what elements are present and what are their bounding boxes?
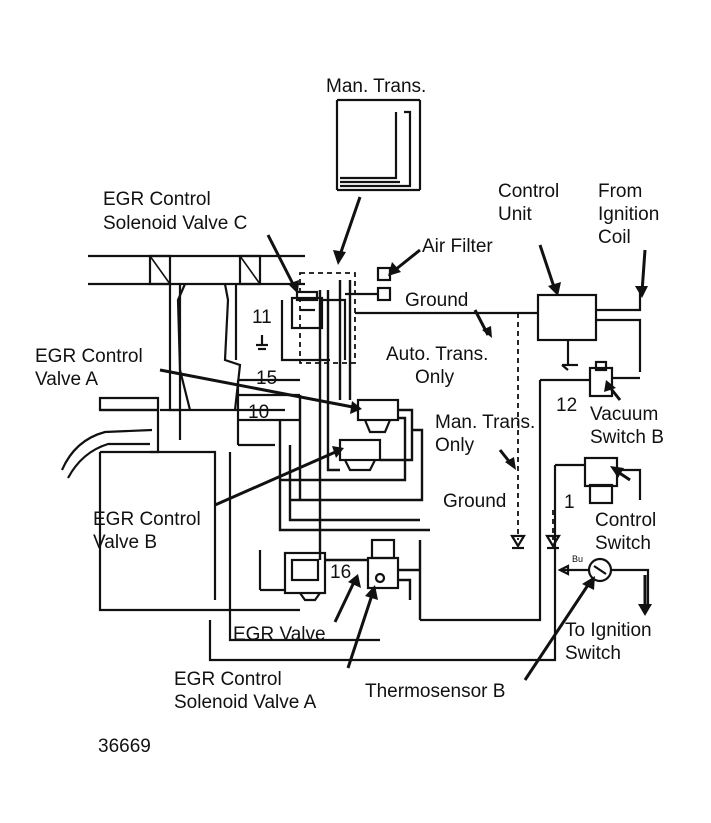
port-number-10: 10 xyxy=(248,402,269,423)
egr-valve-a-label-1: EGR Control xyxy=(35,346,143,367)
ground-top-label: Ground xyxy=(405,290,468,311)
egr-valve-assembly xyxy=(258,538,422,620)
port-number-16: 16 xyxy=(330,562,351,583)
egr-valve-a-label-2: Valve A xyxy=(35,369,98,390)
egr-solenoid-c-label-1: EGR Control xyxy=(103,189,211,210)
ground-dashed-line xyxy=(510,313,561,550)
intake-pipe xyxy=(88,254,305,286)
port-number-11: 11 xyxy=(252,307,272,328)
egr-solenoid-a-label-1: EGR Control xyxy=(174,669,282,690)
vacuum-switch-b xyxy=(420,360,640,622)
egr-valve-label: EGR Valve xyxy=(233,624,326,645)
control-unit-box xyxy=(355,290,642,372)
egr-control-valves xyxy=(278,280,430,560)
figure-id-label: 36669 xyxy=(98,736,151,757)
egr-valve-b-label-1: EGR Control xyxy=(93,509,201,530)
port-number-1: 1 xyxy=(564,492,575,513)
man-trans-only-label-1: Man. Trans. xyxy=(435,412,535,433)
from-ignition-label-1: From xyxy=(598,181,642,202)
pointer-arrows xyxy=(159,196,652,681)
port-number-12: 12 xyxy=(556,395,577,416)
man-trans-box xyxy=(335,98,422,192)
from-ignition-label-3: Coil xyxy=(598,227,631,248)
man-trans-only-label-2: Only xyxy=(435,435,475,456)
vacuum-switch-label-2: Switch B xyxy=(590,427,664,448)
auto-trans-label-2: Only xyxy=(415,367,455,388)
air-filter-label: Air Filter xyxy=(422,236,493,257)
egr-valve-b-label-2: Valve B xyxy=(93,532,157,553)
control-unit-label-2: Unit xyxy=(498,204,533,225)
thermosensor-b xyxy=(557,557,650,605)
egr-solenoid-c-label-2: Solenoid Valve C xyxy=(103,213,247,234)
control-switch-label-2: Switch xyxy=(595,533,651,554)
from-ignition-label-2: Ignition xyxy=(598,204,659,225)
solenoid-valve-c xyxy=(256,272,356,364)
air-filter xyxy=(345,266,392,302)
ground-mid-label: Ground xyxy=(443,491,506,512)
control-unit-label-1: Control xyxy=(498,181,559,202)
thermosensor-label: Thermosensor B xyxy=(365,681,505,702)
egr-solenoid-a-label-2: Solenoid Valve A xyxy=(174,692,317,713)
man-trans-label: Man. Trans. xyxy=(326,76,426,97)
port-number-15: 15 xyxy=(256,368,277,389)
vacuum-switch-label-1: Vacuum xyxy=(590,404,658,425)
wire-color-bu: Bu xyxy=(572,554,583,564)
engine-manifold xyxy=(60,283,380,642)
to-ignition-label-2: Switch xyxy=(565,643,621,664)
to-ignition-label-1: To Ignition xyxy=(565,620,652,641)
auto-trans-label-1: Auto. Trans. xyxy=(386,344,488,365)
control-switch-label-1: Control xyxy=(595,510,656,531)
